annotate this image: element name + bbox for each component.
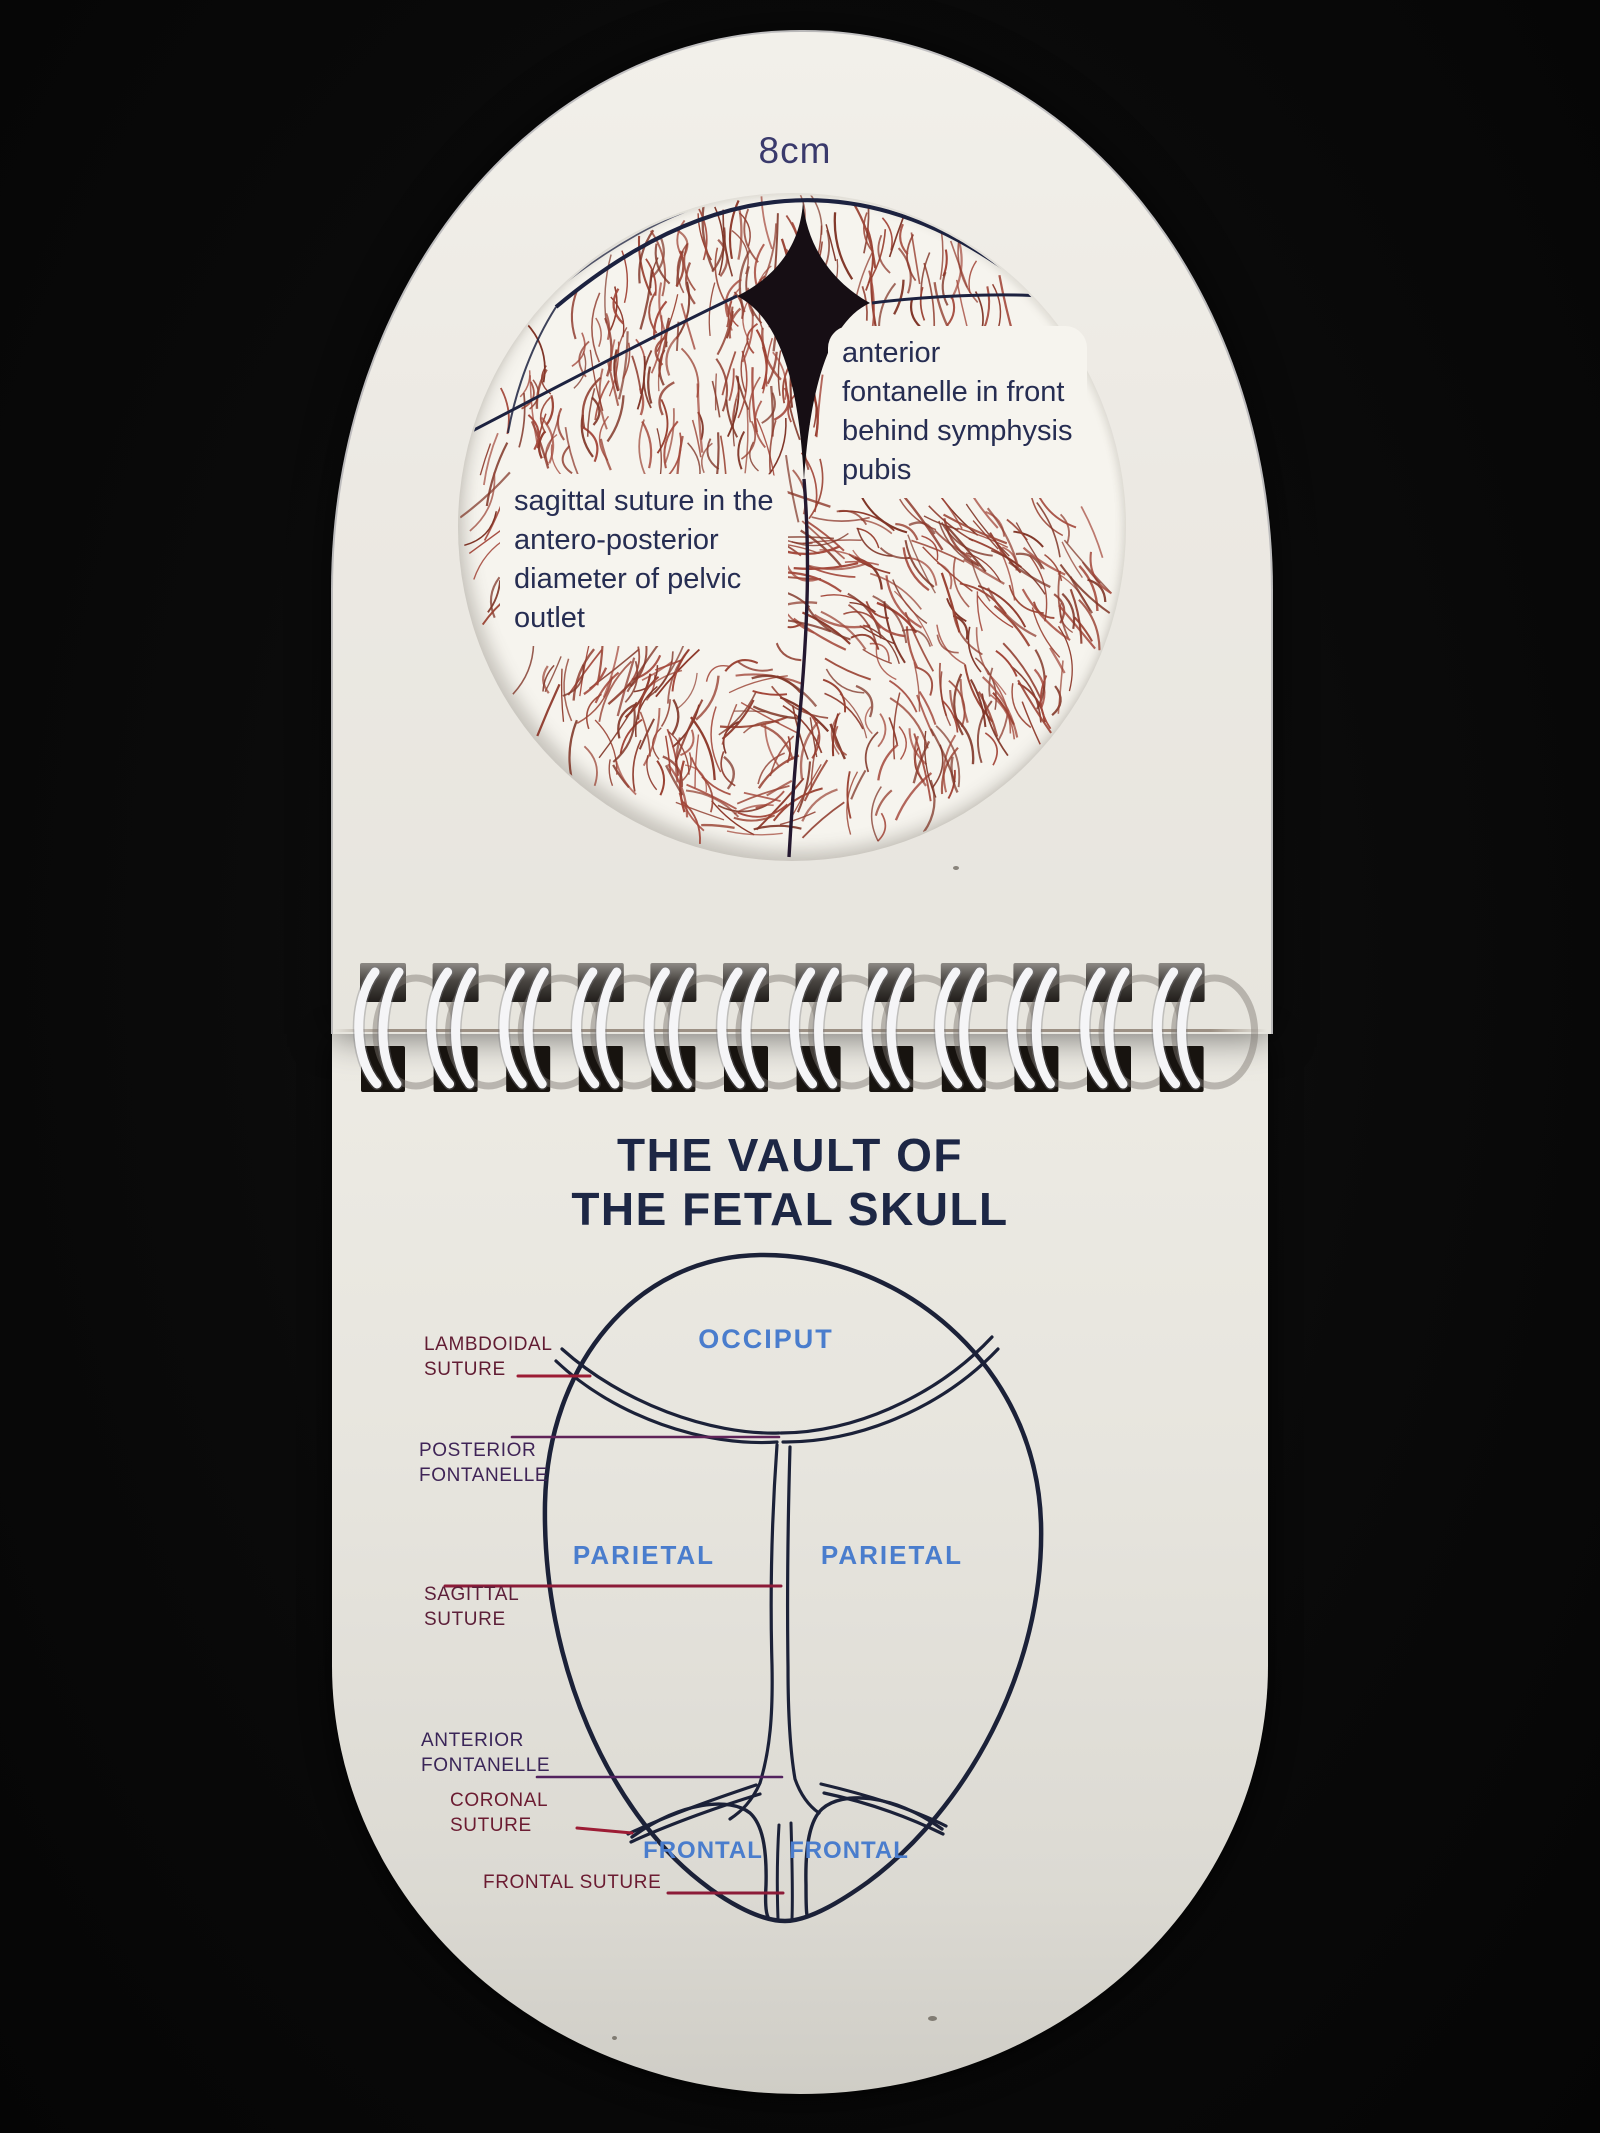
fetal-head-illustration [460, 195, 1115, 858]
bone-label-frontal-left: FRONTAL [643, 1837, 763, 1864]
lambdoidal-suture-lines [554, 1335, 1000, 1445]
bone-label-parietal-left: PARIETAL [572, 1540, 716, 1570]
dust-speck [612, 2036, 617, 2040]
binding-loop [1006, 963, 1113, 1092]
leader-coronal [575, 1826, 634, 1835]
spiral-binding [352, 963, 1259, 1092]
sagittal-suture-lines [728, 1443, 821, 1821]
binding-loop [1151, 963, 1259, 1092]
frontal-bone-lines [630, 1796, 944, 1919]
suture-label-posterior-fontanelle: POSTERIOR FONTANELLE [419, 1440, 549, 1486]
fetal-skull-diagram [443, 1252, 1044, 1924]
coronal-suture-left-line [471, 294, 738, 433]
binding-loop [497, 963, 605, 1092]
suture-label-sagittal: SAGITTAL SUTURE [424, 1584, 520, 1630]
binding-loop [860, 963, 968, 1092]
dimension-label: 8cm [758, 130, 832, 171]
binding-loop [352, 963, 460, 1092]
page-title: THE VAULT OF THE FETAL SKULL [571, 1129, 1009, 1235]
card-seam [333, 1029, 1267, 1032]
dust-speck [928, 2016, 937, 2021]
frontal-suture-lines [775, 1821, 794, 1921]
skull-edge-left-line [507, 306, 557, 434]
binding-loop [570, 963, 678, 1092]
dust-speck [953, 866, 959, 870]
skull-outline [542, 1252, 1044, 1924]
bone-label-parietal-right: PARIETAL [820, 1540, 964, 1570]
binding-loop [643, 963, 750, 1092]
bone-label-occiput: OCCIPUT [698, 1324, 834, 1354]
hair-texture [460, 195, 1113, 844]
annotation-sagittal-suture: sagittal suture in the antero-posterior … [500, 474, 788, 646]
suture-label-lambdoidal: LAMBDOIDAL SUTURE [424, 1334, 553, 1380]
binding-loop [933, 963, 1041, 1092]
suture-label-coronal: CORONAL SUTURE [450, 1790, 549, 1836]
suture-label-anterior-fontanelle: ANTERIOR FONTANELLE [421, 1730, 551, 1776]
sagittal-suture-line [787, 478, 810, 858]
binding-loop [425, 963, 533, 1092]
annotation-anterior-fontanelle: anterior fontanelle in front behind symp… [828, 326, 1087, 498]
bone-label-frontal-right: FRONTAL [789, 1837, 909, 1864]
coronal-suture-right-line [871, 293, 1041, 305]
anterior-fontanelle-star [737, 201, 870, 481]
leader-lines [443, 1374, 785, 1895]
binding-loop [788, 963, 896, 1092]
suture-label-frontal-suture: FRONTAL SUTURE [483, 1872, 662, 1893]
